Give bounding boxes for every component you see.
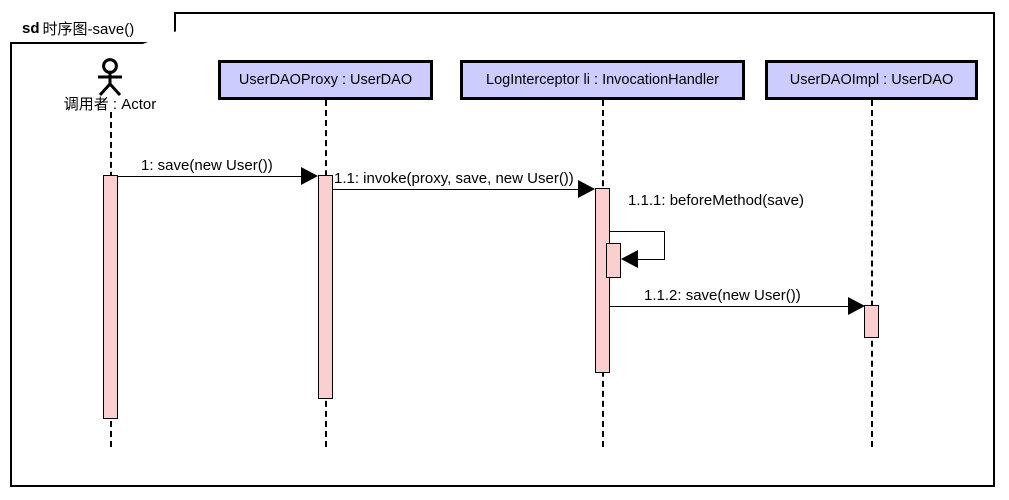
lifeline-header-interceptor[interactable]: LogInterceptor li : InvocationHandler	[460, 60, 745, 100]
activation-bar-interceptor	[595, 188, 610, 373]
message-label-3: 1.1.1: beforeMethod(save)	[628, 192, 804, 209]
message-line-3-right	[664, 231, 665, 260]
message-arrowhead-2	[578, 180, 595, 198]
activation-bar-impl	[864, 305, 879, 338]
activation-bar-proxy	[318, 175, 333, 399]
message-line-3-top	[610, 231, 665, 232]
frame-label-tab	[10, 12, 176, 44]
frame-name: 时序图-save()	[42, 20, 135, 38]
message-line-1	[118, 176, 308, 177]
actor-stick-figure-icon	[98, 58, 122, 96]
lifeline-label-interceptor: LogInterceptor li : InvocationHandler	[486, 72, 719, 88]
lifeline-label-impl: UserDAOImpl : UserDAO	[789, 72, 954, 88]
lifeline-header-impl[interactable]: UserDAOImpl : UserDAO	[765, 60, 978, 100]
frame-keyword: sd	[22, 19, 40, 37]
lifeline-impl	[871, 100, 873, 447]
diagram-frame	[10, 12, 995, 487]
message-line-2	[333, 189, 585, 190]
lifeline-header-proxy[interactable]: UserDAOProxy : UserDAO	[218, 60, 433, 100]
message-label-2: 1.1: invoke(proxy, save, new User())	[334, 170, 574, 187]
message-arrowhead-4	[848, 297, 865, 315]
message-line-4	[610, 306, 855, 307]
message-arrowhead-3	[621, 250, 638, 268]
message-line-3-bottom	[638, 259, 665, 260]
message-label-4: 1.1.2: save(new User())	[644, 287, 801, 304]
lifeline-label-actor: 调用者 : Actor	[63, 96, 157, 113]
lifeline-label-proxy: UserDAOProxy : UserDAO	[238, 72, 413, 88]
message-label-1: 1: save(new User())	[141, 157, 273, 174]
activation-bar-interceptor-nested	[606, 243, 621, 278]
activation-bar-actor	[103, 175, 118, 419]
message-arrowhead-1	[301, 167, 318, 185]
